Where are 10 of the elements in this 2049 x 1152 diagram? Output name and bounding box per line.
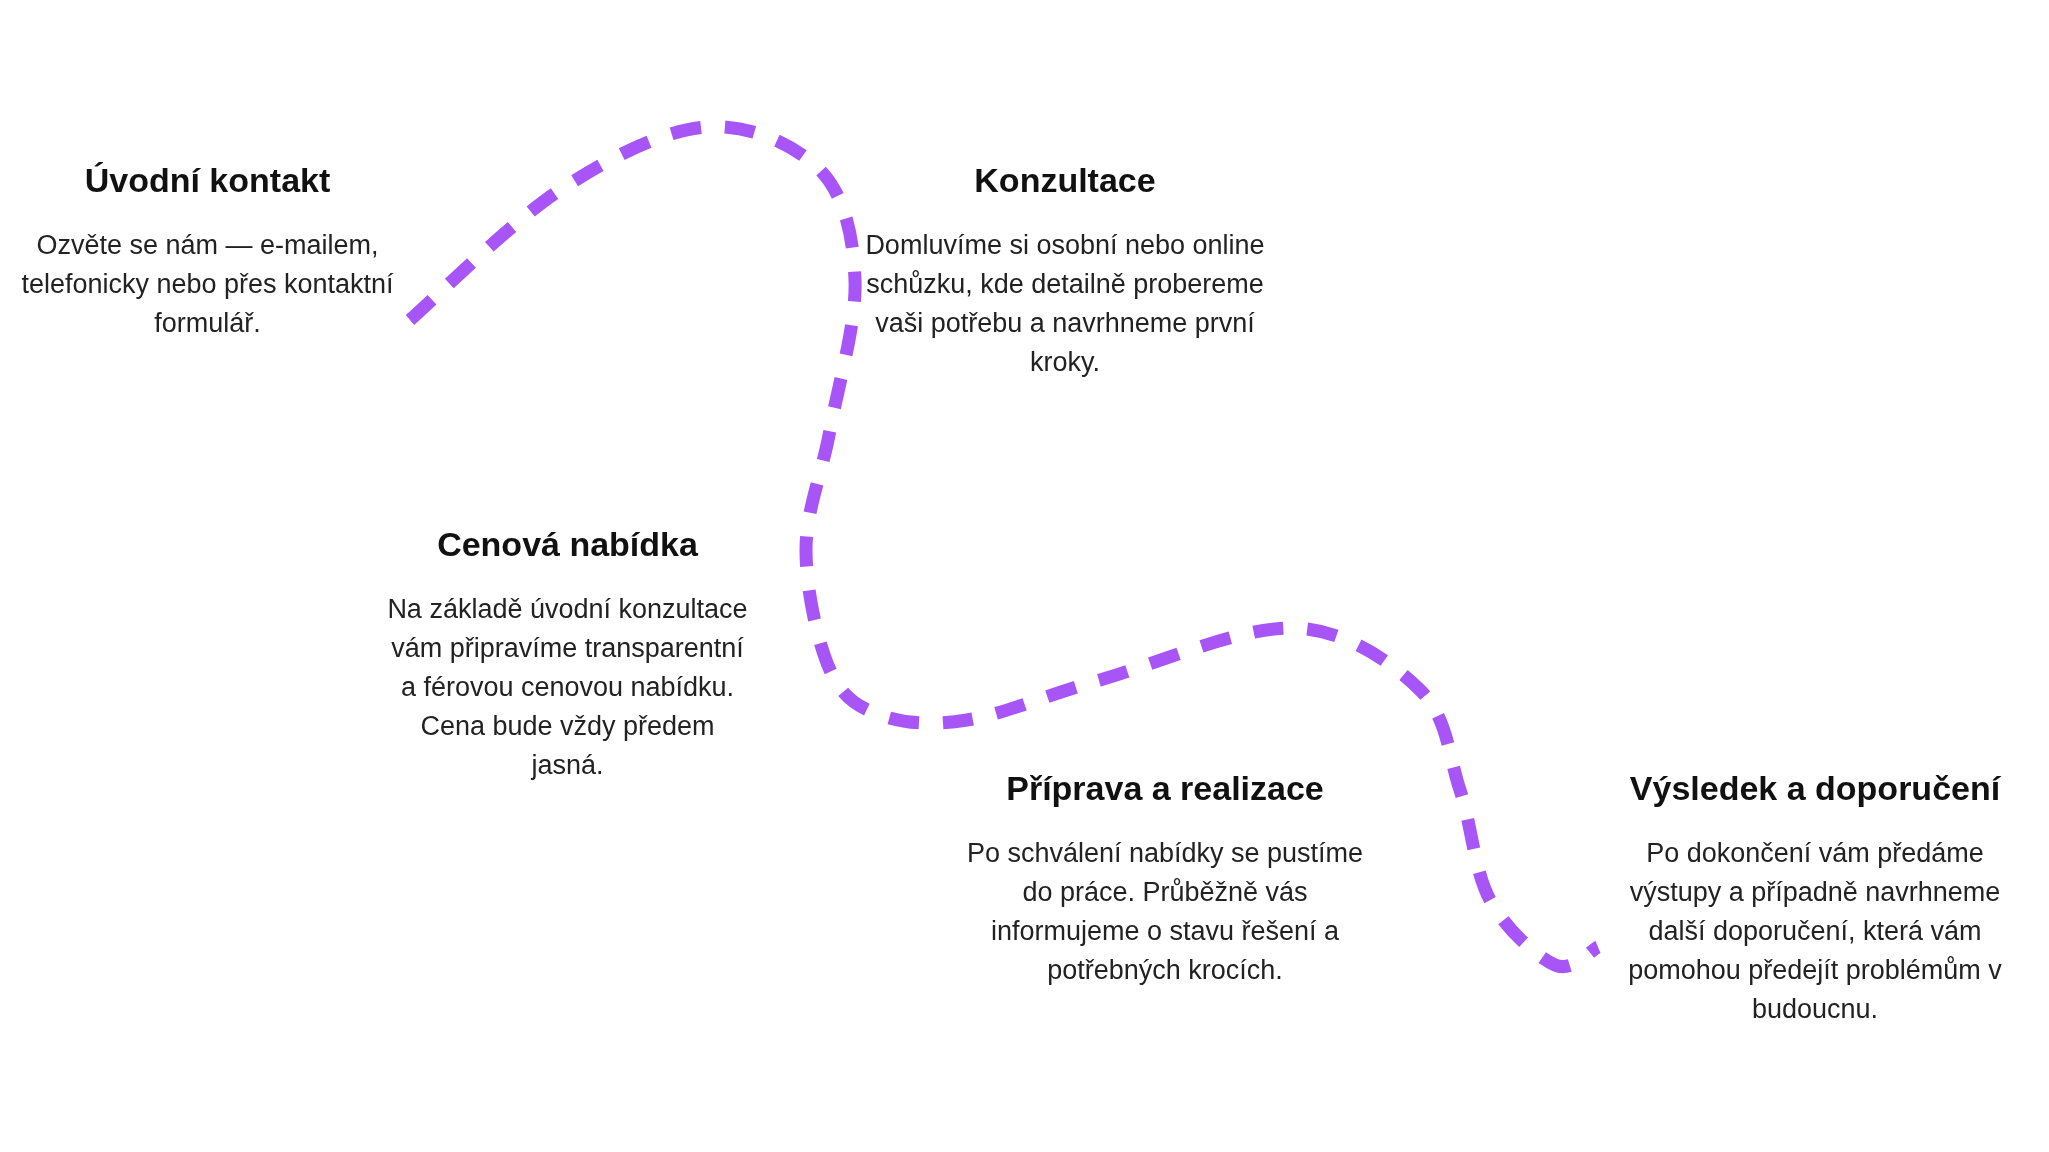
step-description: Po dokončení vám předáme výstupy a případně navrhneme další doporučení, která vám pomohou předejít problémům v budoucnu. [1627,837,2003,1026]
step-description: Ozvěte se nám — e-mailem, telefonicky nebo přes kontaktní formulář. [20,229,395,340]
step-title: Výsledek a doporučení [1628,768,2002,808]
step-title: Příprava a realizace [1005,768,1325,808]
step-title: Cenová nabídka [436,524,699,564]
step-title: Úvodní kontakt [83,160,332,200]
step-description: Domluvíme si osobní nebo online schůzku, kde detailně probereme vaši potřebu a navrhneme první kroky. [865,229,1265,379]
step-description: Na základě úvodní konzultace vám připravíme transparentní a férovou cenovou nabídku. Cena bude vždy předem jasná. [386,593,749,782]
step-title: Konzultace [973,160,1157,200]
step-description: Po schválení nabídky se pustíme do práce. Průběžně vás informujeme o stavu řešení a potřebných krocích. [965,837,1365,987]
